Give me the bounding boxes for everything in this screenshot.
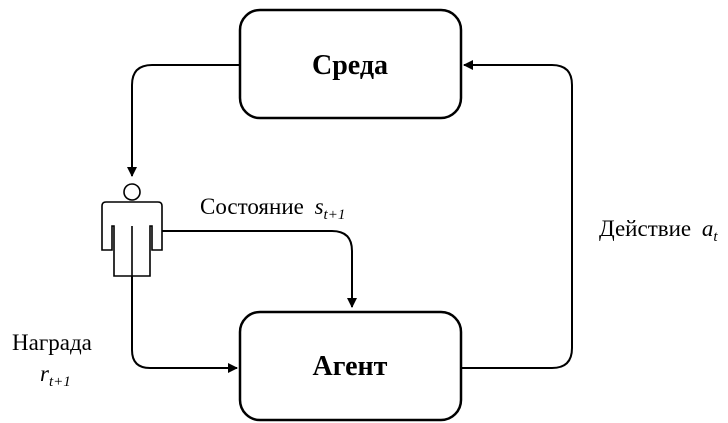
action-arrow xyxy=(461,60,573,369)
state-label: Состояние st+1 xyxy=(200,194,345,223)
reward-label-symbol: rt+1 xyxy=(40,361,71,390)
environment-to-interpreter-arrow xyxy=(127,64,240,177)
state-arrow xyxy=(162,230,357,308)
person-icon xyxy=(101,183,163,277)
reward-label-word: Награда xyxy=(12,330,92,355)
agent-label: Агент xyxy=(313,351,388,382)
agent-box: Агент xyxy=(238,310,463,422)
action-label: Действие at xyxy=(599,216,718,245)
environment-label: Среда xyxy=(312,50,388,81)
environment-box: Среда xyxy=(238,8,463,120)
reward-arrow xyxy=(131,276,238,373)
